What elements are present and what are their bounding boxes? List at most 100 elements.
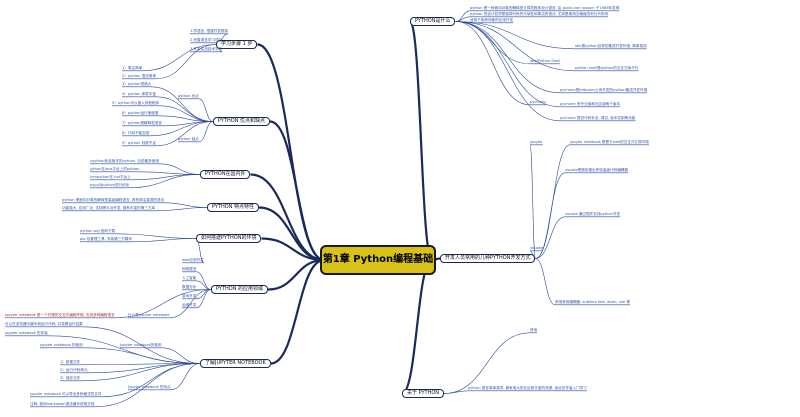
group-label: python 缺点 [178,137,199,141]
group-label: jupyter [530,140,543,144]
branch-what-is-python[interactable]: PYTHON是什么 [410,17,456,26]
leaf-text: jupyter notebook 是一个开源的交互式编程环境, 支持多种编程语言 [5,313,115,317]
connector [178,121,214,143]
connector [60,363,201,366]
leaf-text: 9）python 线程不足 [122,141,156,145]
leaf-text: jupyter notebook 可以导出多种格式的文件 [30,392,102,396]
connector [250,173,325,262]
connector [408,20,434,262]
connector [30,363,201,408]
leaf-text: python.org 官网下载 [80,229,116,233]
leaf-text: jython在java平台上的python [90,167,140,171]
connector [535,258,631,306]
connector [128,363,201,391]
connector [455,21,636,122]
leaf-text: 6）python运行速度慢 [122,111,159,115]
branch-learning-steps[interactable]: 学习步骤 1 步 [216,40,258,49]
connector [270,258,325,365]
leaf-text: python 语言简单易学, 拥有庞大的社区和丰富的资源, 适合初学者入门学习 [468,386,587,390]
leaf-text: 1）简洁简单 [122,66,143,70]
connector [90,174,201,189]
connector [122,44,217,80]
group-label: jupyter notebook的使用 [120,343,162,347]
leaf-text: 其他常用编辑器: sublime text, atom, vim 等 [555,300,631,304]
connector [80,238,197,243]
connector [5,326,201,364]
leaf-text: 可以在浏览器中编写和运行代码, 并查看运行结果 [5,322,83,326]
connector [122,86,214,122]
leaf-text: python 的设计哲学是强调代码的可读性和简洁的语法, 尤其是使用空格缩进划分… [470,12,609,16]
branch-about-python[interactable]: 关于 PYTHON [402,389,445,398]
connector [182,289,212,309]
connector [40,347,201,364]
leaf-text: 8）代码不能加密 [122,131,150,135]
group-label: vscode [530,246,543,250]
connector [444,390,587,394]
connector [122,121,214,137]
connector [444,332,538,394]
connector [401,258,433,395]
group-label: 什么是jupyter notebook [128,313,170,317]
leaf-text: 数据分析 [182,285,197,289]
leaf-text: 注释, 使用markdown语法编写说明文档 [30,402,95,406]
leaf-text: 游戏开发 [182,294,197,298]
leaf-text: pypy对python进行优化 [90,183,130,187]
connector [120,347,201,364]
group-label: jupyter notebook 的特点 [128,385,171,389]
branch-features[interactable]: PYTHON 特点特性 [207,203,260,212]
leaf-text: python shell是python的交互式命令行 [575,66,639,70]
connector [122,115,214,122]
leaf-text: pycharm 有专业版和社区版两个版本 [560,102,621,106]
leaf-text: vscode是微软推出的轻量级代码编辑器 [565,168,628,172]
leaf-text: 2.完善语言学习项目 [190,38,223,42]
branch-dev-methods[interactable]: 开发人员常用的几种PYTHON开发方式 [440,254,536,263]
group-label: pycharm [530,100,546,104]
branch-pros-cons[interactable]: PYTHON 优点和缺点 [213,117,271,126]
leaf-text: jupyter notebook 是基于web的交互式计算环境 [570,140,649,144]
branch-jupyter[interactable]: 了解JUPYTER NOTEBOOK [200,359,271,368]
leaf-text: pip 包管理工具, 安装第三方模块 [80,237,133,241]
group-label: 其他 [530,328,538,332]
connector [5,289,212,319]
leaf-text: 适用于各种场景的应用开发 [470,18,514,22]
connector [90,163,201,175]
leaf-text: 5）python可以嵌入其他程序 [112,101,160,105]
connector [455,21,648,94]
leaf-text: python 是一种面向对象的解释型计算机程序设计语言, 由 guido van… [470,6,620,10]
leaf-text: 运维开发 [182,303,197,307]
leaf-text: 2）运行代码单元 [60,368,88,372]
branch-environment[interactable]: 如何搭建PYTHON的环境 [196,234,262,243]
leaf-text: pycharm是jetbrains公司开发的python集成开发环境 [560,88,648,92]
connector [455,21,639,72]
connector [455,21,647,50]
leaf-text: 3）保存文件 [60,376,81,380]
leaf-text: 人工智能 [182,276,197,280]
connector [80,233,197,239]
leaf-text: 2）python 语法简单 [122,74,156,78]
central-topic[interactable]: 第1章 Python编程基础 [320,245,436,275]
connector [529,144,543,259]
leaf-text: 1.学语言, 搭建开发框架 [190,29,229,33]
connector [122,121,214,147]
leaf-text: idle是python自带的集成开发环境, 简单易用 [575,44,647,48]
leaf-text: 3.开发实战技术学习 [190,47,223,51]
leaf-text: 功能强大, 应用广泛, 支持跨平台开发, 拥有丰富的第三方库 [62,206,156,210]
connector [455,21,546,106]
connector [455,21,621,108]
branch-applications[interactable]: PYTHON 的应用领域 [211,285,269,294]
connector [182,280,212,290]
connector [122,44,217,72]
leaf-text: 网络爬虫 [182,267,197,271]
leaf-text: 1）新建文件 [60,360,81,364]
leaf-text: 4）python 库很丰富 [122,92,156,96]
leaf-text: 3）python很强大 [122,82,152,86]
branch-python-versions[interactable]: PYTHON在国内外 [200,170,251,179]
group-label: python 优点 [178,94,199,98]
connector [269,120,325,262]
connector [535,216,621,259]
connector [60,363,201,382]
leaf-text: cpython标准版本的python, 目前最多使用 [90,159,159,163]
leaf-text: 7）python是解释型语言 [122,121,163,125]
leaf-text: web应用开发 [182,258,204,262]
connector [122,96,214,122]
